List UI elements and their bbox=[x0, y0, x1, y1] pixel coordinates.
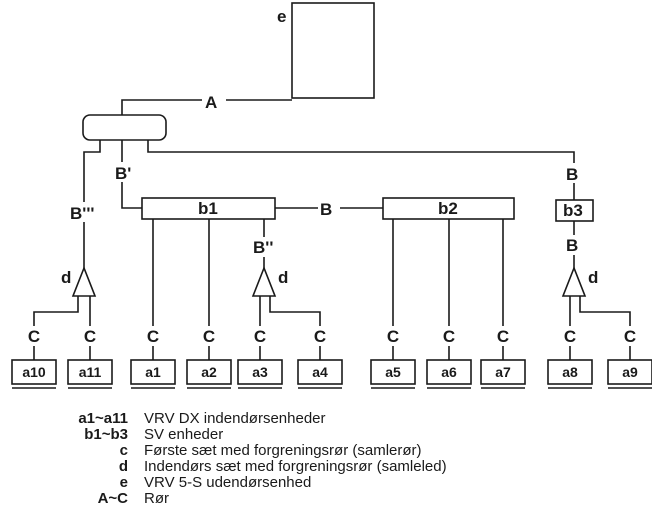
indoor-unit-a8-label: a8 bbox=[562, 364, 578, 380]
pipe-b-right-bottom-label: B bbox=[566, 236, 578, 255]
legend: a1~a11 VRV DX indendørsenheder b1~b3 SV … bbox=[40, 411, 640, 507]
indoor-unit-a4-box bbox=[297, 359, 343, 385]
pipe-c-label: C bbox=[387, 327, 399, 346]
pipe-c-label: C bbox=[564, 327, 576, 346]
pipe-c-label: C bbox=[497, 327, 509, 346]
pipe-b-prime-label: B' bbox=[115, 164, 131, 183]
legend-desc: VRV DX indendørsenheder bbox=[144, 410, 326, 427]
legend-key: b1~b3 bbox=[84, 426, 128, 443]
main-pipe-a bbox=[121, 99, 292, 115]
indoor-unit-a3-box bbox=[237, 359, 283, 385]
legend-row: d Indendørs sæt med forgreningsrør (saml… bbox=[40, 459, 640, 475]
indoor-unit-a5-label: a5 bbox=[385, 364, 401, 380]
legend-row: c Første sæt med forgreningsrør (samlerø… bbox=[40, 443, 640, 459]
indoor-unit-a1-label: a1 bbox=[145, 364, 161, 380]
legend-key: a1~a11 bbox=[78, 410, 128, 427]
indoor-unit-a1-box bbox=[130, 359, 176, 385]
legend-desc: SV enheder bbox=[144, 426, 224, 443]
legend-row: A~C Rør bbox=[40, 491, 640, 507]
pipe-b-between-label: B bbox=[320, 200, 332, 219]
joint-mid-icon bbox=[251, 265, 277, 297]
sv-unit-b2-label: b2 bbox=[438, 199, 458, 218]
pipe-b-triple-prime-label: B''' bbox=[70, 204, 94, 223]
pipe-a-label: A bbox=[205, 93, 217, 112]
pipe-c-label: C bbox=[443, 327, 455, 346]
pipe-c-label: C bbox=[203, 327, 215, 346]
legend-desc: Indendørs sæt med forgreningsrør (samlel… bbox=[144, 458, 447, 475]
indoor-unit-a11-box bbox=[67, 359, 113, 385]
joint-right-outputs bbox=[569, 296, 631, 360]
joint-mid-label: d bbox=[278, 268, 288, 287]
legend-key: c bbox=[119, 442, 128, 459]
legend-key: d bbox=[118, 458, 128, 475]
indoor-unit-a6-label: a6 bbox=[441, 364, 457, 380]
joint-left-outputs bbox=[33, 296, 91, 360]
joint-right-label: d bbox=[588, 268, 598, 287]
joint-mid-outputs bbox=[259, 296, 321, 360]
header-box bbox=[82, 114, 167, 141]
legend-desc: VRV 5-S udendørsenhed bbox=[144, 474, 312, 491]
indoor-unit-a5-box bbox=[370, 359, 416, 385]
indoor-unit-a7-label: a7 bbox=[495, 364, 511, 380]
outdoor-unit-box bbox=[291, 2, 375, 99]
joint-left-label: d bbox=[61, 268, 71, 287]
indoor-unit-a7-box bbox=[480, 359, 526, 385]
pipe-c-label: C bbox=[314, 327, 326, 346]
right-pipe bbox=[147, 140, 575, 200]
indoor-unit-a4-label: a4 bbox=[312, 364, 328, 380]
pipe-c-label: C bbox=[624, 327, 636, 346]
indoor-unit-a9-label: a9 bbox=[622, 364, 638, 380]
pipe-c-label: C bbox=[28, 327, 40, 346]
outdoor-unit-label: e bbox=[277, 7, 286, 26]
indoor-unit-boxes bbox=[11, 359, 652, 389]
legend-desc: Rør bbox=[144, 490, 169, 507]
joint-right-icon bbox=[561, 265, 587, 297]
pipe-b-right-top-label: B bbox=[566, 165, 578, 184]
indoor-unit-a10-box bbox=[11, 359, 57, 385]
indoor-unit-a6-box bbox=[426, 359, 472, 385]
legend-row: b1~b3 SV enheder bbox=[40, 427, 640, 443]
indoor-unit-a2-label: a2 bbox=[201, 364, 217, 380]
joint-left-icon bbox=[71, 265, 97, 297]
legend-key: A~C bbox=[97, 490, 128, 507]
pipe-c-label: C bbox=[147, 327, 159, 346]
indoor-unit-a9-box bbox=[607, 359, 652, 385]
pipe-c-label: C bbox=[254, 327, 266, 346]
piping-diagram: e A B' B''' B'' B B B b1 b2 b3 d d d C C C… bbox=[11, 2, 652, 389]
legend-row: e VRV 5-S udendørsenhed bbox=[40, 475, 640, 491]
indoor-unit-a11-label: a11 bbox=[79, 364, 102, 380]
indoor-unit-a8-box bbox=[547, 359, 593, 385]
indoor-unit-a10-label: a10 bbox=[22, 364, 46, 380]
indoor-unit-a3-label: a3 bbox=[252, 364, 268, 380]
sv-unit-b1-label: b1 bbox=[198, 199, 218, 218]
indoor-unit-a2-box bbox=[186, 359, 232, 385]
legend-key: e bbox=[119, 474, 128, 491]
sv-unit-b3-label: b3 bbox=[563, 201, 583, 220]
pipe-c-label: C bbox=[84, 327, 96, 346]
legend-desc: Første sæt med forgreningsrør (samlerør) bbox=[144, 442, 422, 459]
legend-row: a1~a11 VRV DX indendørsenheder bbox=[40, 411, 640, 427]
pipe-b-double-prime-label: B'' bbox=[253, 238, 273, 257]
